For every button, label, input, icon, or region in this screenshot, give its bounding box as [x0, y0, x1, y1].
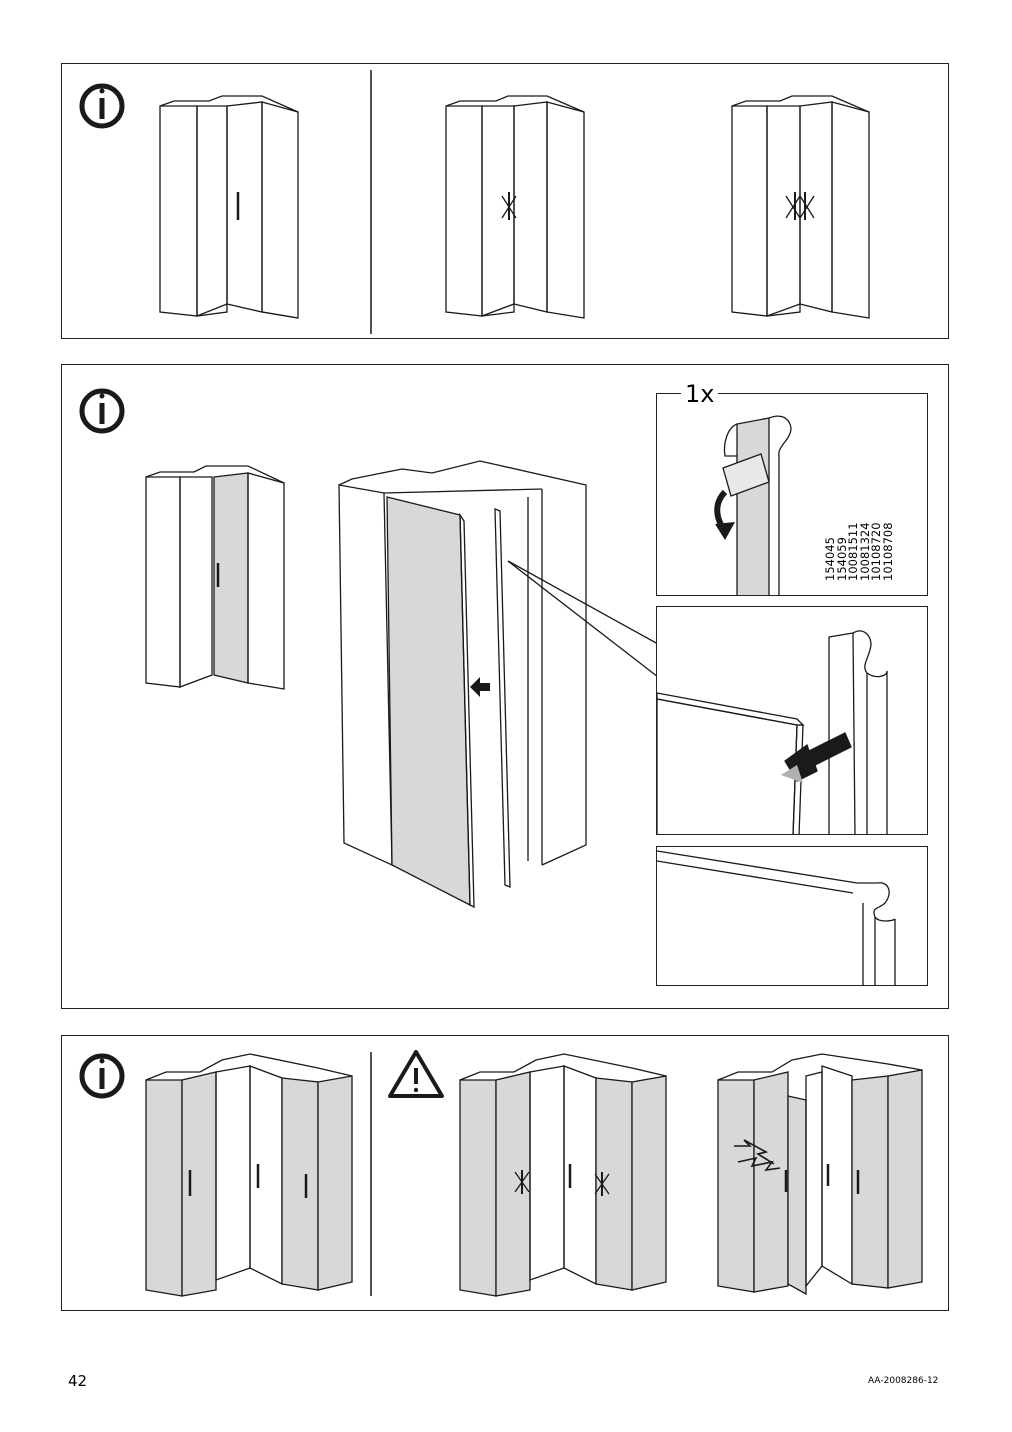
corner-wardrobe-door-collision [717, 1053, 923, 1296]
detail-quantity: 1x [681, 382, 719, 406]
document-code: AA-2008286-12 [868, 1376, 939, 1386]
detail-insert-door [656, 606, 928, 835]
detail-peel-strip [656, 393, 928, 596]
corner-wardrobe-single-door-handle [159, 95, 299, 319]
panel-2-art [79, 388, 659, 909]
panel-3-art [79, 1050, 923, 1297]
insert-door-into-strip-detail [657, 630, 888, 834]
info-icon [79, 83, 125, 129]
finished-strip-detail [657, 850, 896, 985]
corner-wardrobe-three-doors [145, 1053, 353, 1297]
part-code: 10108708 [880, 522, 895, 581]
wardrobe-with-shaded-door [145, 465, 285, 690]
info-icon [79, 388, 125, 434]
corner-wardrobe-no-double-handle [731, 95, 870, 319]
peel-strip-detail [714, 415, 792, 595]
panel-1-art [79, 70, 870, 334]
attach-edge-strip-to-door [338, 460, 659, 909]
info-icon [79, 1053, 125, 1099]
panel-3 [61, 1035, 949, 1311]
warning-icon [388, 1050, 444, 1098]
page-number: 42 [68, 1372, 88, 1390]
panel-2: 1x 154045 154059 10081511 10081324 10108… [61, 364, 949, 1009]
part-codes: 154045 154059 10081511 10081324 10108720… [823, 522, 895, 581]
panel-1 [61, 63, 949, 339]
detail-finished-strip [656, 846, 928, 986]
corner-wardrobe-no-handle [445, 95, 585, 319]
corner-wardrobe-crossed-handles [459, 1053, 667, 1297]
